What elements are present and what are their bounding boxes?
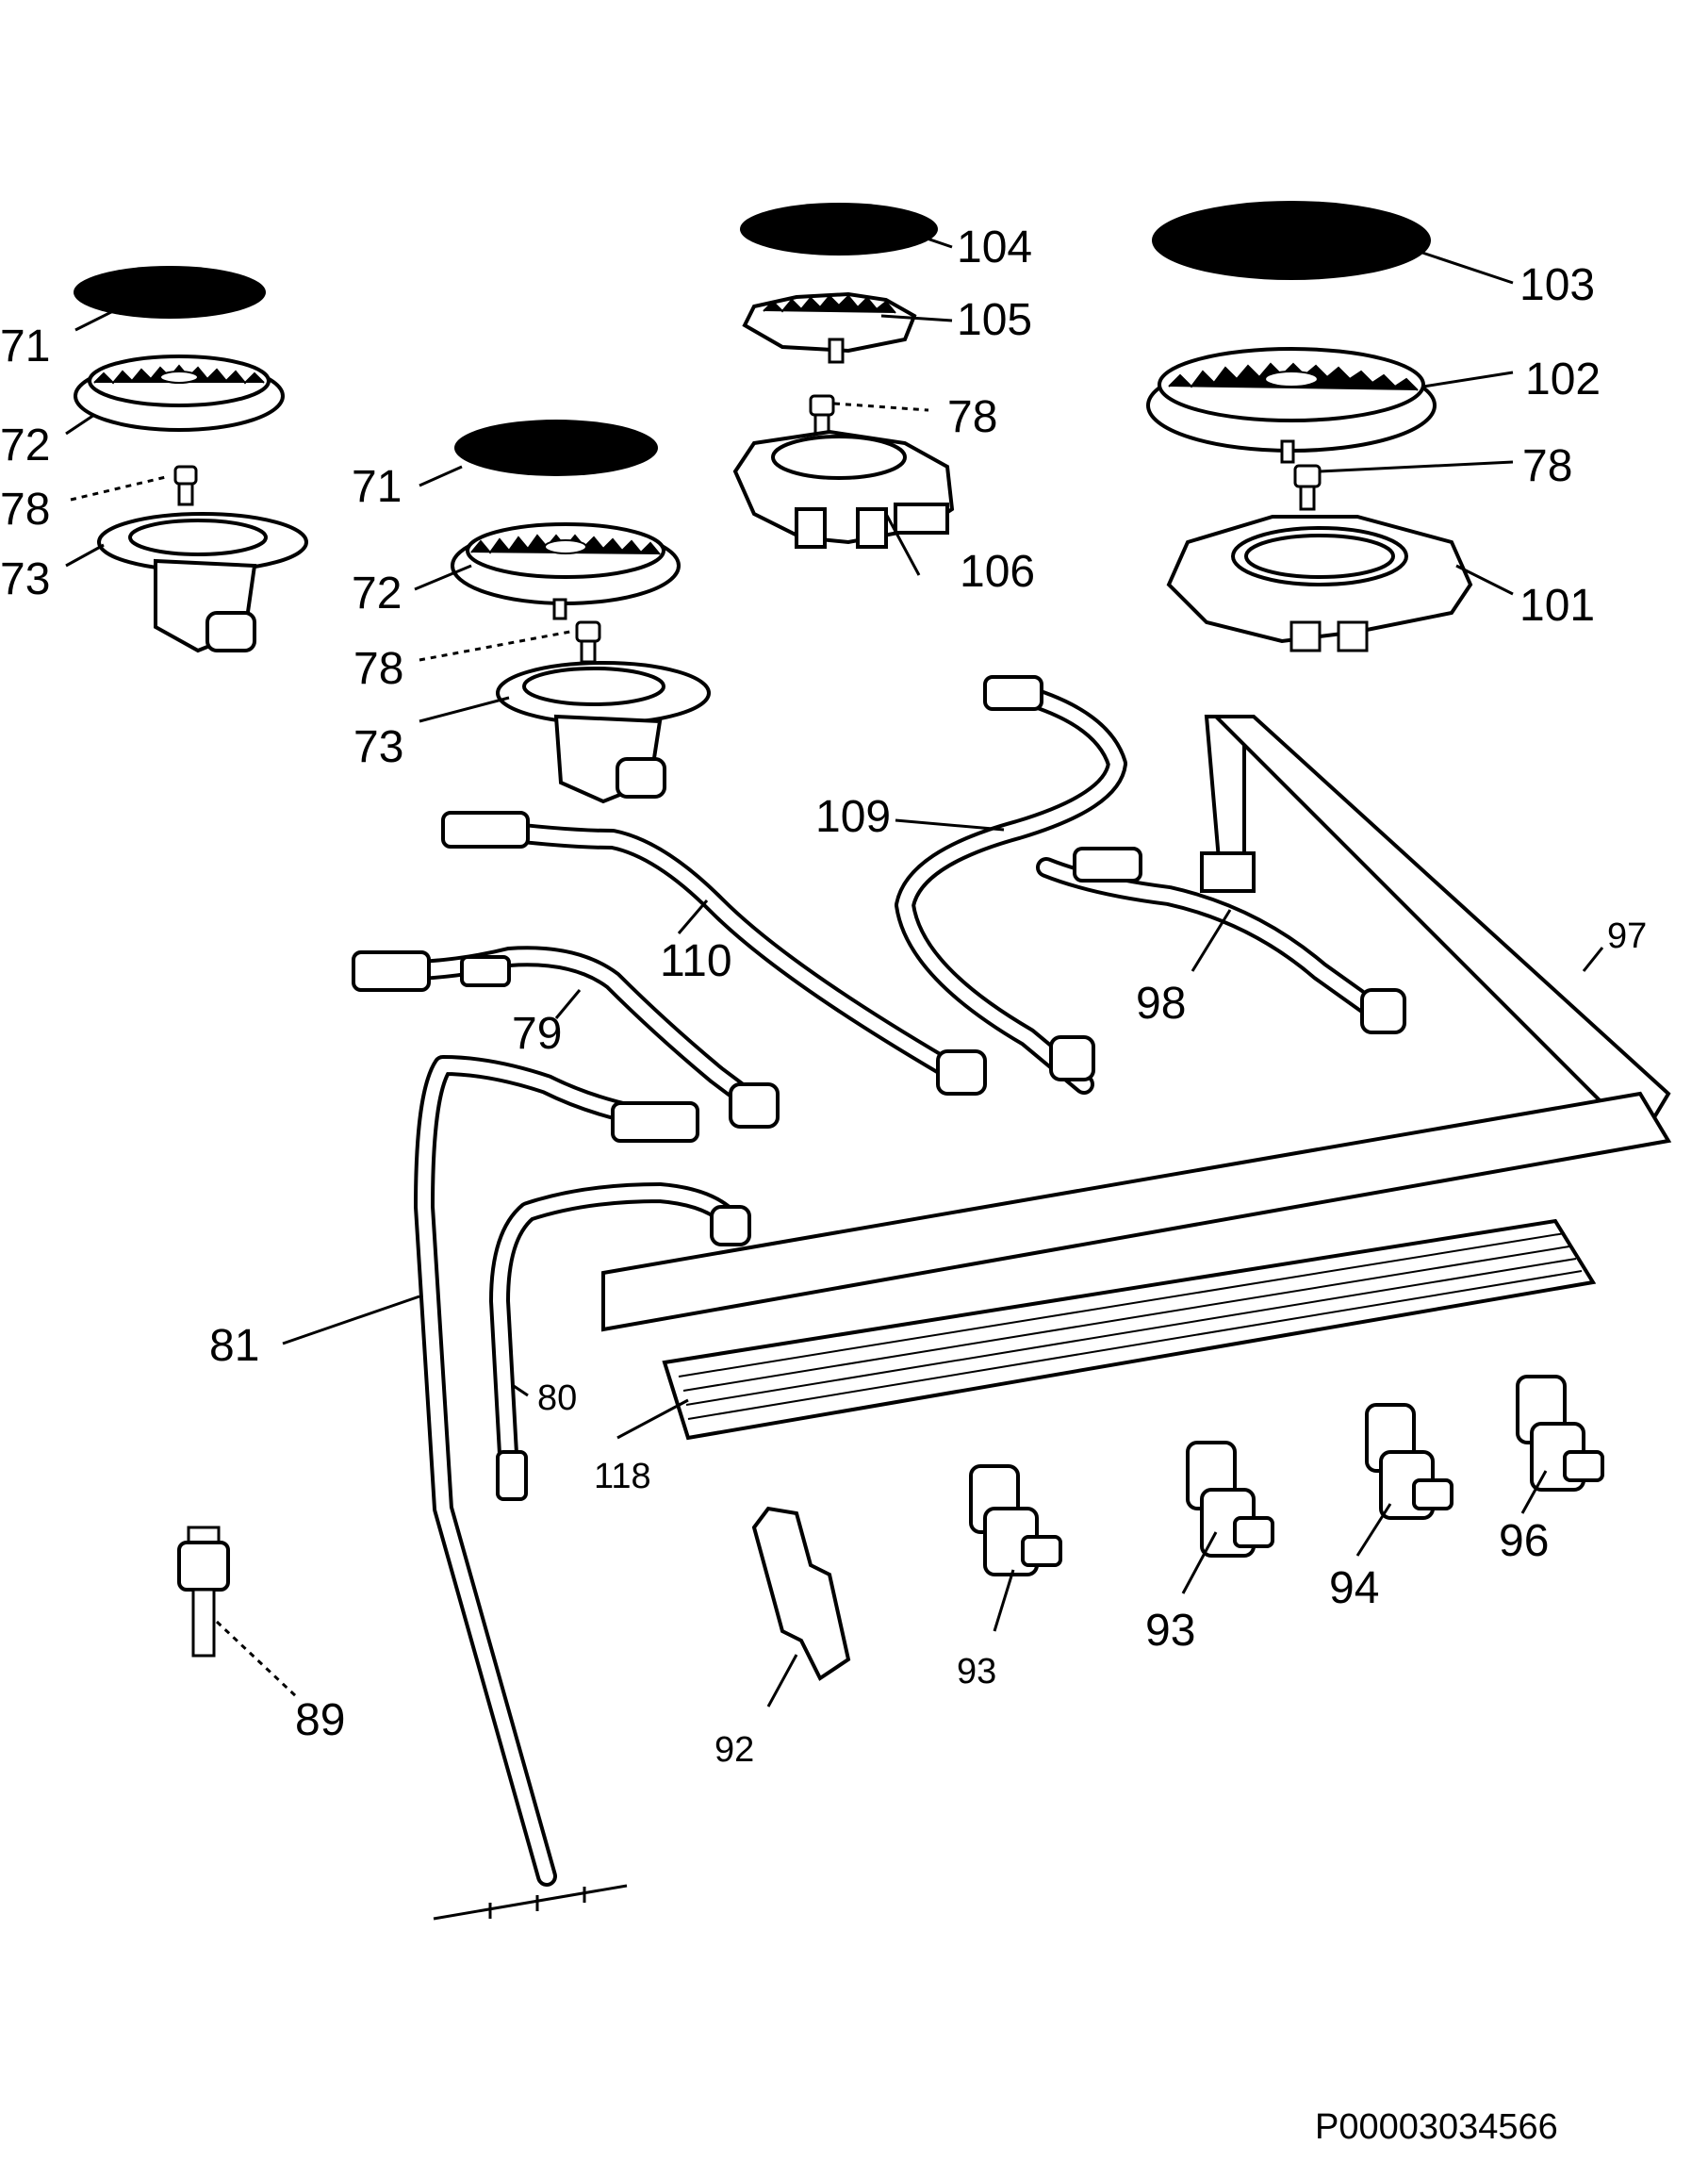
document-number: P00003034566 (1315, 2107, 1558, 2147)
label-96: 96 (1499, 1516, 1549, 1566)
label-73-left: 73 (0, 554, 50, 604)
gas-pipe-81 (414, 1055, 699, 1921)
thermocouple-pipe-80 (489, 1182, 751, 1501)
label-72-center: 72 (352, 569, 402, 619)
injector-78-top (809, 394, 835, 437)
label-80: 80 (537, 1378, 577, 1418)
burner-body-73-left (97, 512, 308, 653)
burner-body-73-center (496, 661, 711, 804)
label-110: 110 (660, 936, 732, 986)
gas-pipe-98 (1036, 847, 1406, 1034)
label-78-left: 78 (0, 485, 50, 535)
label-78-right: 78 (1522, 441, 1572, 491)
burner-assembly-right (1146, 201, 1514, 652)
label-78-center: 78 (353, 644, 403, 694)
label-97: 97 (1607, 916, 1647, 956)
screw-89 (177, 1526, 230, 1658)
gas-pipe-79 (352, 946, 780, 1129)
burner-crown-72-left (74, 355, 285, 432)
label-109: 109 (815, 792, 891, 842)
rail-bar-118 (662, 1218, 1597, 1441)
injector-78-left (173, 465, 198, 506)
label-78-top: 78 (947, 392, 997, 442)
gas-tap-94 (1365, 1403, 1453, 1520)
gas-tap-93-b (1186, 1441, 1274, 1558)
label-94: 94 (1329, 1563, 1379, 1613)
burner-crown-102 (1146, 347, 1437, 464)
label-92: 92 (714, 1730, 754, 1770)
label-102: 102 (1525, 355, 1601, 404)
gas-pipe-110 (441, 811, 987, 1096)
gas-tap-96 (1516, 1375, 1604, 1492)
burner-cap-71-left (74, 266, 266, 319)
gas-tap-93-a (969, 1464, 1062, 1576)
burner-crown-72-center (451, 522, 681, 620)
label-93-right: 93 (1145, 1606, 1195, 1656)
burner-cap-103 (1152, 201, 1431, 280)
label-79: 79 (512, 1009, 562, 1059)
injector-78-center (575, 620, 601, 664)
burner-assembly-center-left (414, 420, 711, 804)
burner-assembly-left (65, 266, 308, 653)
burner-body-106 (732, 429, 955, 549)
gas-pipe-109 (895, 675, 1127, 1095)
label-72-left: 72 (0, 421, 50, 470)
burner-crown-105 (742, 291, 917, 364)
label-103: 103 (1519, 260, 1595, 310)
gas-tap-92 (751, 1506, 851, 1681)
label-118: 118 (594, 1457, 651, 1496)
gas-manifold-97 (601, 715, 1672, 1332)
label-106: 106 (960, 547, 1035, 597)
label-93-left: 93 (957, 1652, 996, 1691)
injector-78-right (1293, 464, 1322, 511)
label-98: 98 (1136, 979, 1186, 1029)
label-104: 104 (957, 223, 1032, 272)
label-101: 101 (1519, 581, 1595, 631)
label-73-center: 73 (353, 722, 403, 772)
label-71-left: 71 (0, 322, 50, 371)
label-105: 105 (957, 295, 1032, 345)
burner-body-101 (1166, 515, 1473, 652)
burner-assembly-center (732, 203, 955, 576)
label-81: 81 (209, 1321, 259, 1371)
label-71-center: 71 (352, 462, 402, 512)
label-89: 89 (295, 1695, 345, 1745)
burner-cap-71-center (454, 420, 658, 476)
burner-cap-104 (740, 203, 938, 256)
